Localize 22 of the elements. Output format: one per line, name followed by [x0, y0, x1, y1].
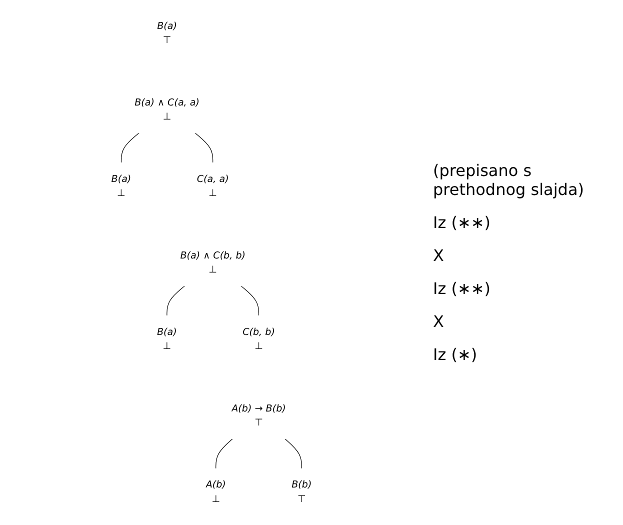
connector [284, 438, 302, 469]
note-text: Iz (∗∗) [433, 213, 492, 232]
node-text: B(b) ⊤ [292, 478, 312, 504]
note-text: Iz (∗) [433, 345, 478, 364]
connector [120, 132, 140, 164]
connector [216, 438, 233, 469]
node-text: B(a) ∧ C(b, b) ⊥ [180, 249, 246, 276]
connector [240, 286, 260, 316]
note-text: X [433, 312, 445, 331]
note-text: Iz (∗∗) [433, 279, 492, 298]
node-text: B(a) ∧ C(a, a) ⊥ [134, 96, 200, 122]
connector [194, 132, 214, 164]
node-text: C(b, b) ⊥ [242, 326, 275, 352]
connector [166, 286, 186, 316]
node-text: B(a) ⊤ [157, 20, 177, 46]
node-text: B(a) ⊥ [156, 326, 177, 352]
node-text: B(a) ⊥ [111, 172, 132, 199]
node-text: A(b) ⊥ [206, 478, 226, 504]
node-text: A(b) → B(b) ⊤ [232, 402, 286, 428]
note-text: X [433, 246, 445, 265]
note-text: (prepisano s prethodnog slajda) [433, 161, 585, 199]
node-text: C(a, a) ⊥ [196, 172, 229, 199]
